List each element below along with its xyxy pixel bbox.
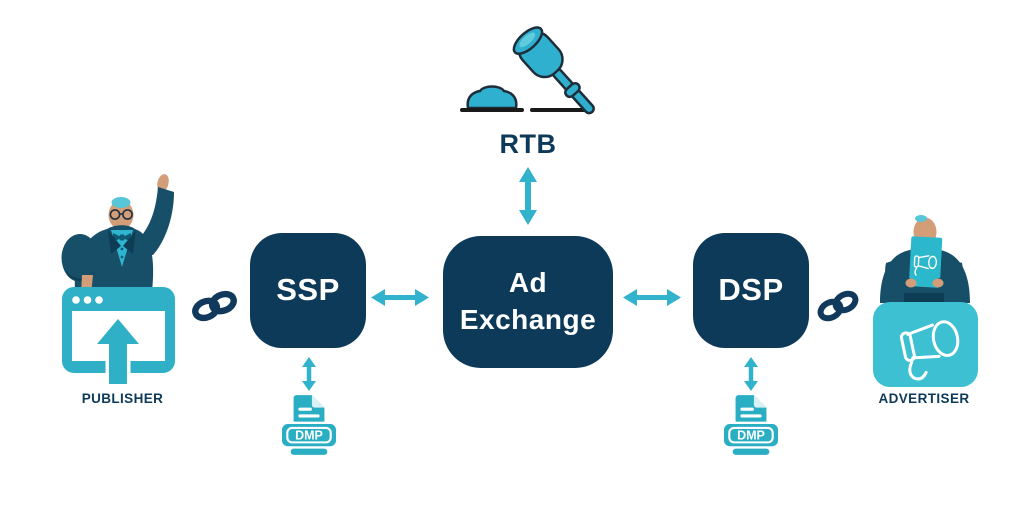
gavel-sound-block: [460, 85, 524, 112]
chain-link-icon-right: [817, 290, 859, 322]
node-ad-exchange: Ad Exchange: [443, 236, 613, 368]
megaphone-doodle-icon: [913, 255, 938, 277]
publisher-label: PUBLISHER: [81, 391, 164, 406]
advertiser-illustration: [873, 215, 978, 387]
megaphone-icon: [873, 302, 978, 387]
ad-board: [908, 236, 943, 288]
chain-link-icon-left: [192, 290, 237, 322]
arrow-ad-exchange-dsp: [623, 289, 681, 306]
advertiser-label: ADVERTISER: [878, 391, 970, 406]
gavel-icon: [460, 26, 595, 115]
node-label: DSP: [718, 272, 784, 308]
arrow-dsp-dmp: [744, 357, 758, 391]
node-dsp: DSP: [693, 233, 809, 348]
dmp-icon-right: DMP: [724, 395, 778, 455]
publisher-person: [61, 174, 174, 295]
node-label: SSP: [276, 272, 340, 308]
glasses-icon: [109, 209, 133, 220]
node-label: Ad Exchange: [459, 267, 597, 335]
dmp-icon-left: DMP: [282, 395, 336, 455]
advertiser-person: [880, 215, 970, 315]
browser-upload-icon: [62, 287, 175, 388]
rtb-label: RTB: [499, 129, 557, 159]
publisher-illustration: [61, 174, 175, 388]
arrow-ssp-dmp: [302, 357, 316, 391]
dmp-label: DMP: [295, 428, 323, 442]
arrow-rtb-ad-exchange: [519, 167, 537, 225]
node-ssp: SSP: [250, 233, 366, 348]
gavel-mallet: [512, 26, 595, 115]
dmp-label: DMP: [737, 428, 765, 442]
arrow-ssp-ad-exchange: [371, 289, 429, 306]
